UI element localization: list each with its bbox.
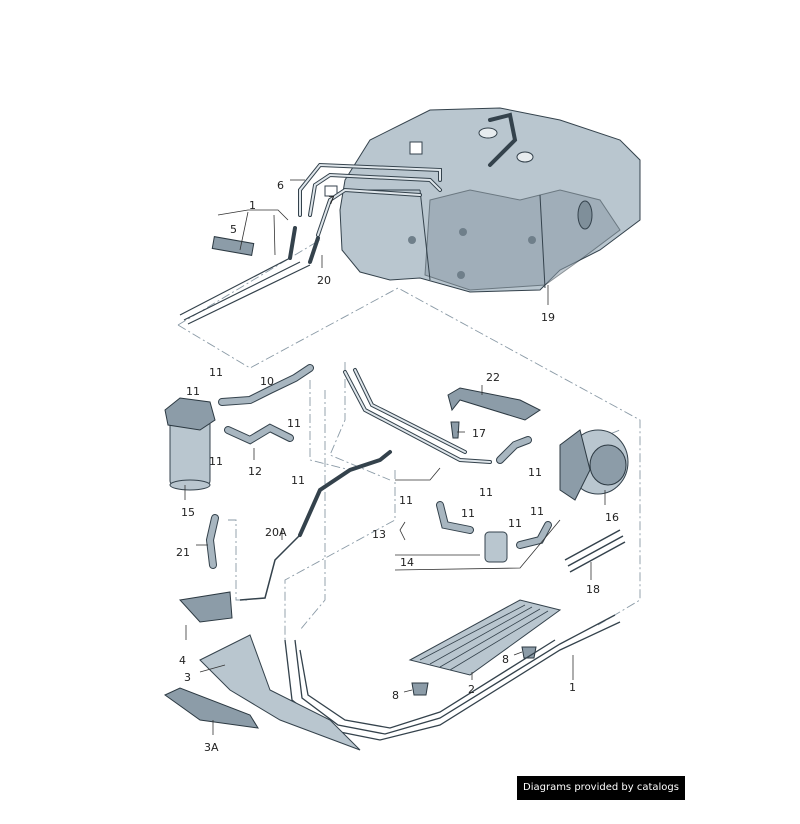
- callout-11: 11: [186, 385, 200, 398]
- callout-11: 11: [461, 507, 475, 520]
- callout-8: 8: [392, 689, 399, 702]
- callout-15: 15: [181, 506, 195, 519]
- fuel-cooler: [408, 599, 562, 696]
- callout-11: 11: [209, 366, 223, 379]
- callout-7: 7: [328, 194, 335, 207]
- fuel-pump: [559, 429, 629, 501]
- callout-21: 21: [176, 546, 190, 559]
- callout-17: 17: [472, 427, 486, 440]
- bracket: [447, 387, 541, 421]
- callout-11: 11: [528, 466, 542, 479]
- callouts: 1 6 7 5 20 19 11 11 10 11 11 12 11 15 22…: [176, 179, 619, 754]
- leader-lines: [184, 179, 606, 735]
- callout-18: 18: [586, 583, 600, 596]
- credit-banner: Diagrams provided by catalogs parts: [517, 776, 685, 817]
- callout-20a: 20A: [265, 526, 287, 539]
- fuel-tank: [324, 107, 641, 293]
- callout-13: 13: [372, 528, 386, 541]
- fuel-lines-upper: [179, 162, 442, 325]
- callout-4: 4: [179, 654, 186, 667]
- callout-11: 11: [209, 455, 223, 468]
- callout-22: 22: [486, 371, 500, 384]
- fuel-lines-lower: [284, 614, 621, 741]
- callout-5: 5: [230, 223, 237, 236]
- callout-8: 8: [502, 653, 509, 666]
- callout-10: 10: [260, 375, 274, 388]
- callout-14: 14: [400, 556, 414, 569]
- underbody-panel: [164, 591, 361, 751]
- callout-11: 11: [399, 494, 413, 507]
- callout-11: 11: [530, 505, 544, 518]
- callout-1-upper: 1: [249, 199, 256, 212]
- callout-11: 11: [287, 417, 301, 430]
- callout-16: 16: [605, 511, 619, 524]
- callout-3: 3: [184, 671, 191, 684]
- callout-12: 12: [248, 465, 262, 478]
- parts-diagram: 1 6 7 5 20 19 11 11 10 11 11 12 11 15 22…: [164, 107, 641, 754]
- callout-11: 11: [291, 474, 305, 487]
- callout-6: 6: [277, 179, 284, 192]
- callout-11: 11: [508, 517, 522, 530]
- hoses: [205, 364, 552, 569]
- line-bundle: [239, 368, 492, 601]
- callout-2: 2: [468, 683, 475, 696]
- fuel-filter: [164, 397, 216, 491]
- bolt: [450, 421, 460, 439]
- callout-3a: 3A: [204, 741, 219, 754]
- lines-18: [564, 529, 626, 573]
- callout-1-lower: 1: [569, 681, 576, 694]
- callout-20: 20: [317, 274, 331, 287]
- callout-11: 11: [479, 486, 493, 499]
- callout-19: 19: [541, 311, 555, 324]
- fuel-damper: [484, 531, 508, 563]
